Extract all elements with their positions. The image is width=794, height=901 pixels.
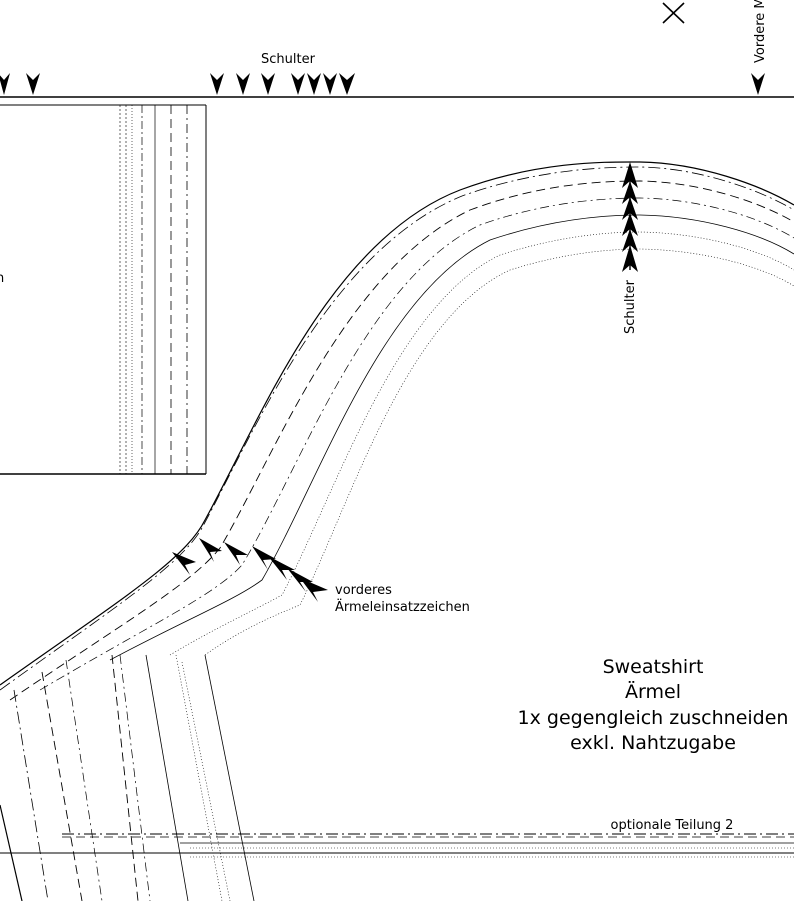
sleeve-cap-curves <box>0 161 794 701</box>
top-notch-marker <box>323 73 337 95</box>
registration-cross-mark <box>662 2 685 24</box>
shoulder-vertical-label: Schulter <box>623 279 638 334</box>
sleeve-cap-curve <box>0 166 794 691</box>
sleeve-cap-curve <box>0 161 794 686</box>
left-fragment-label: n <box>0 271 4 286</box>
top-notch-marker <box>0 73 10 95</box>
front-notch-label-line1: vorderes <box>335 583 392 598</box>
title-line-sweatshirt: Sweatshirt <box>603 656 704 678</box>
top-notch-marker <box>236 73 250 95</box>
shoulder-cap-notch-markers <box>622 162 638 272</box>
front-notch-label-line2: Ärmeleinsatzzeichen <box>335 599 470 615</box>
top-notch-marker <box>291 73 305 95</box>
sleeve-cap-curve <box>169 231 794 656</box>
pattern-title-block: Sweatshirt Ärmel 1x gegengleich zuschnei… <box>518 656 789 754</box>
sleeve-side-seams <box>0 654 255 901</box>
cuff-piece <box>0 104 207 475</box>
optional-division-label: optionale Teilung 2 <box>611 818 734 833</box>
top-notch-marker <box>751 73 765 95</box>
sleeve-cap-curve <box>39 197 794 691</box>
vordere-mitte-label: Vordere Mitte <box>753 0 768 63</box>
sleeve-cap-curve <box>109 214 794 661</box>
sleeve-cap-curve <box>204 248 794 656</box>
sleeve-cap-curve <box>9 180 794 701</box>
shoulder-top-label: Schulter <box>261 52 316 67</box>
top-notch-marker <box>307 73 321 95</box>
title-line-cut-instruction: 1x gegengleich zuschneiden <box>518 707 789 729</box>
top-notch-marker <box>339 73 355 95</box>
top-notch-marker <box>26 73 40 95</box>
title-line-aermel: Ärmel <box>625 680 681 703</box>
front-sleeve-notch-markers <box>172 538 328 602</box>
top-notch-marker <box>210 73 224 95</box>
top-notch-markers <box>0 73 765 95</box>
optional-division-lines <box>0 833 794 858</box>
top-notch-marker <box>261 73 275 95</box>
title-line-seam-allowance: exkl. Nahtzugabe <box>570 732 736 754</box>
